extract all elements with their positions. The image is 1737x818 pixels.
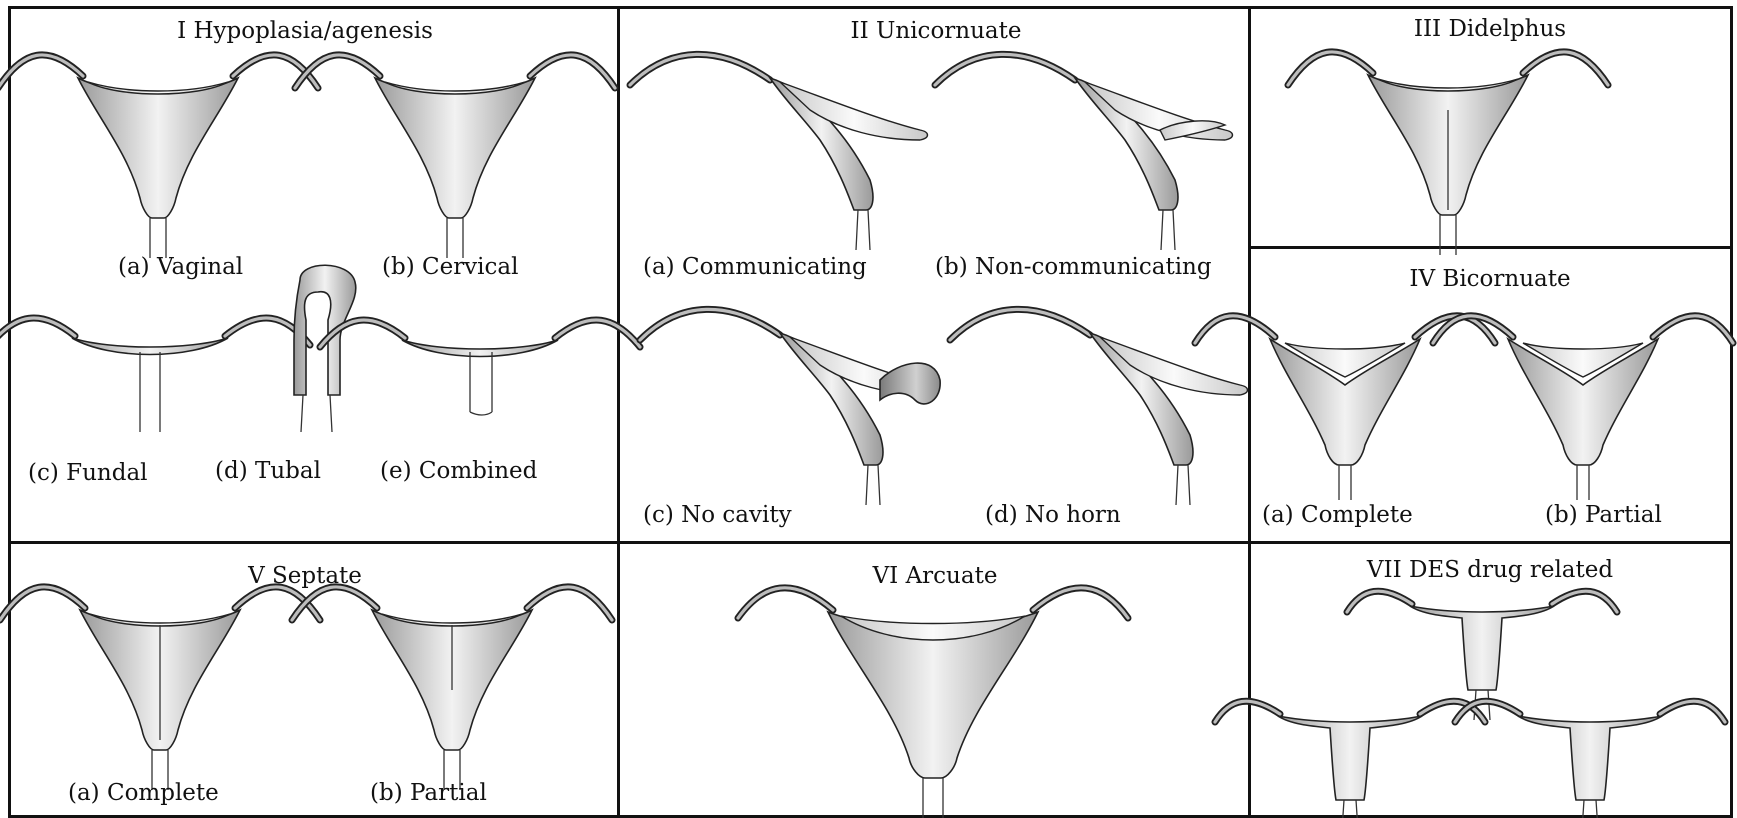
label-vaginal: (a) Vaginal — [118, 254, 243, 280]
septate-partial — [292, 587, 612, 790]
label-non-communicating: (b) Non-communicating — [935, 254, 1212, 280]
unicornuate-no-horn — [950, 309, 1248, 505]
des-uterus-2 — [1215, 701, 1485, 818]
label-no-cavity: (c) No cavity — [643, 502, 792, 528]
uterus-didelphus — [1288, 52, 1608, 255]
label-septate-complete: (a) Complete — [68, 780, 219, 806]
uterus-cervical-agenesis — [295, 55, 615, 258]
panel-title-didelphus: III Didelphus — [1414, 16, 1566, 42]
label-bicornuate-complete: (a) Complete — [1262, 502, 1413, 528]
uterus-arcuate — [738, 588, 1128, 818]
panel-title-bicornuate: IV Bicornuate — [1409, 266, 1570, 292]
bicornuate-partial — [1433, 316, 1733, 500]
uterus-combined-hypoplasia — [320, 320, 640, 415]
unicornuate-non-communicating — [935, 54, 1233, 250]
label-combined: (e) Combined — [380, 458, 537, 484]
des-uterus-3 — [1455, 701, 1725, 818]
label-fundal: (c) Fundal — [28, 460, 148, 486]
label-cervical: (b) Cervical — [382, 254, 518, 280]
panel-title-septate: V Septate — [248, 563, 362, 589]
bicornuate-complete — [1195, 316, 1495, 500]
panel-title-hypoplasia: I Hypoplasia/agenesis — [177, 18, 433, 44]
panel-title-arcuate: VI Arcuate — [873, 563, 998, 589]
label-communicating: (a) Communicating — [643, 254, 867, 280]
unicornuate-communicating — [630, 54, 928, 250]
uterus-fundal-hypoplasia — [0, 318, 310, 432]
label-no-horn: (d) No horn — [985, 502, 1121, 528]
label-bicornuate-partial: (b) Partial — [1545, 502, 1662, 528]
panel-title-unicornuate: II Unicornuate — [851, 18, 1022, 44]
unicornuate-no-cavity — [640, 309, 940, 505]
uterus-vaginal-agenesis — [0, 55, 318, 258]
septate-complete — [0, 587, 320, 790]
uterus-tubal-hypoplasia — [294, 265, 356, 432]
label-septate-partial: (b) Partial — [370, 780, 487, 806]
panel-title-des: VII DES drug related — [1367, 557, 1613, 583]
label-tubal: (d) Tubal — [215, 458, 321, 484]
